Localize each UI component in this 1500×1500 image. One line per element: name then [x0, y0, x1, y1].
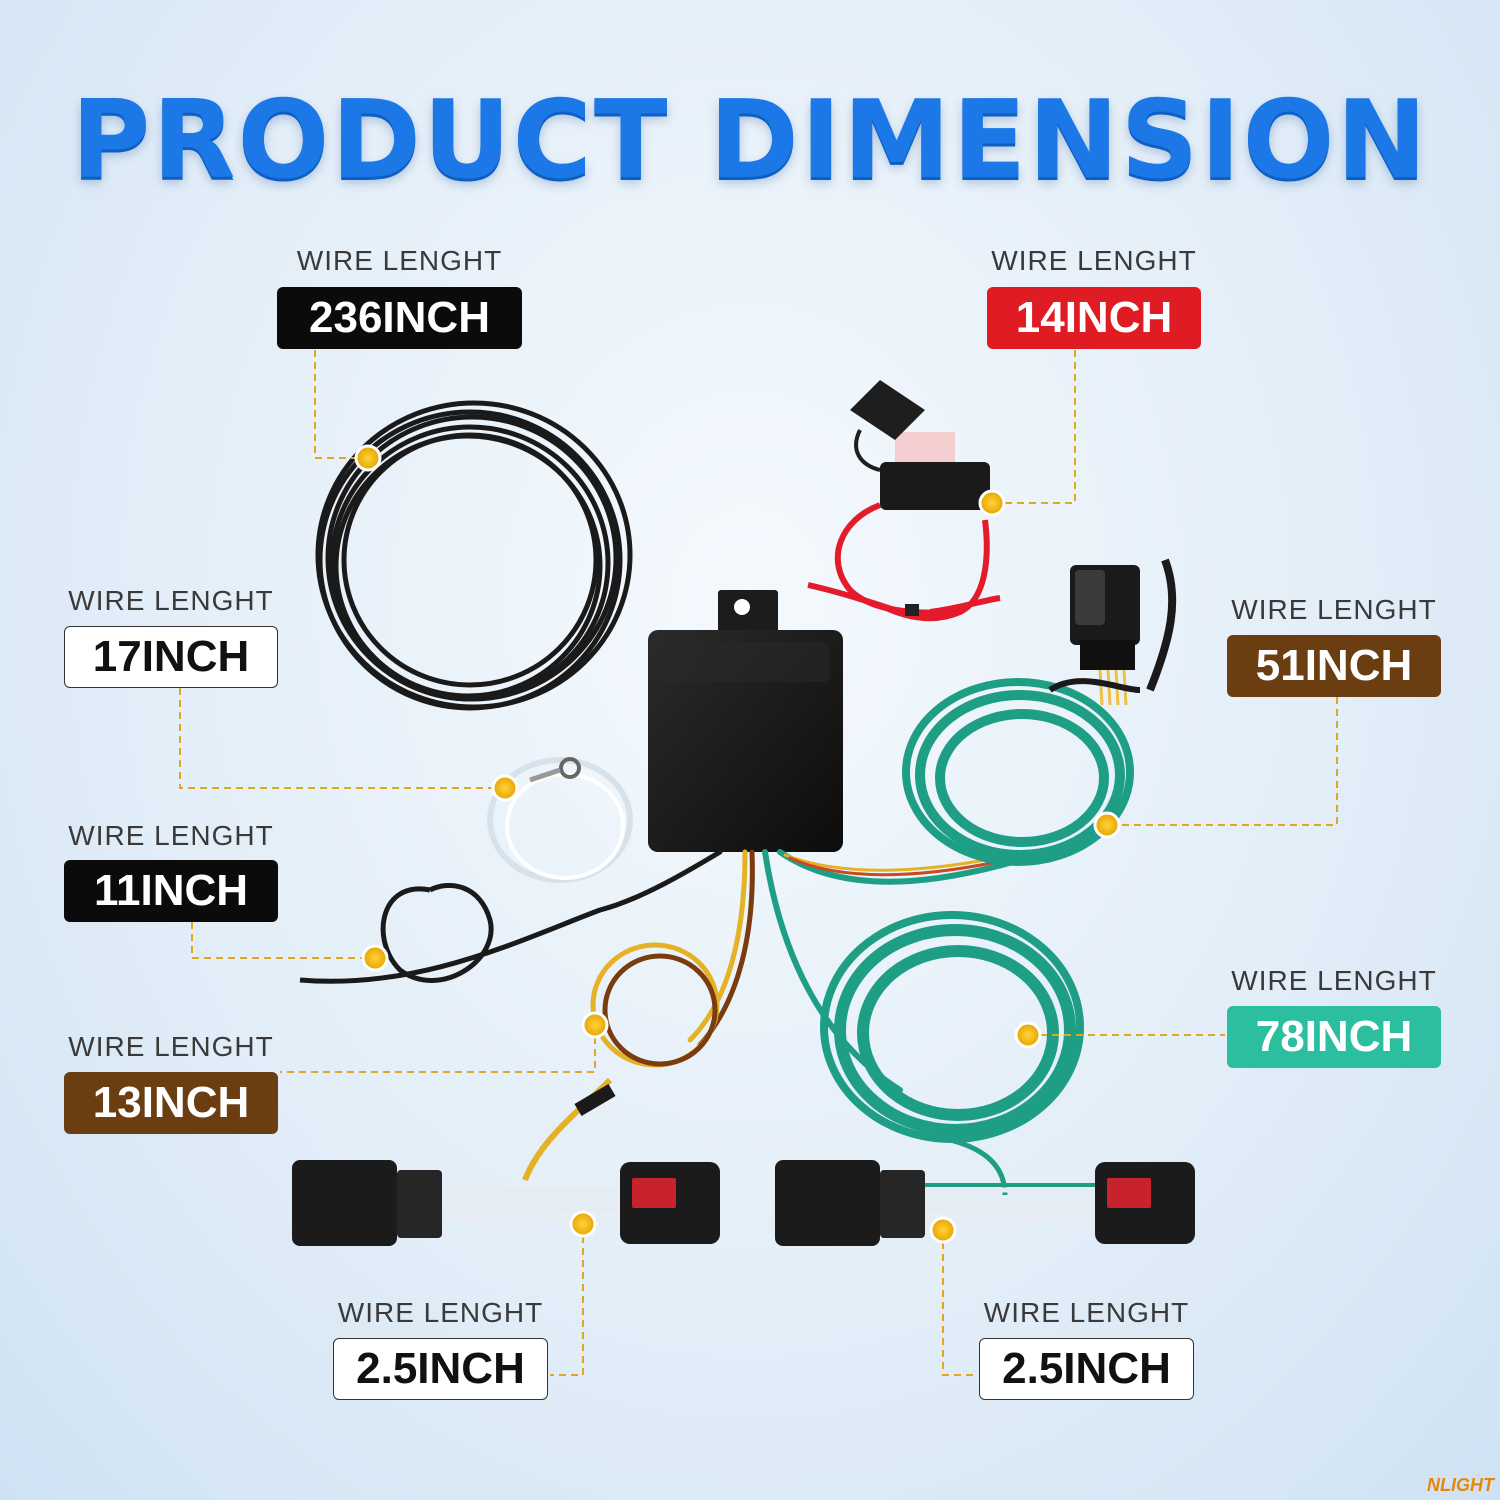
marker-14: [978, 489, 1006, 517]
callout-17-label: WIRE LENGHT: [68, 585, 274, 616]
callout-236-value: 236INCH: [277, 287, 522, 349]
callout-51-value: 51INCH: [1227, 635, 1441, 697]
black-wire-11: [299, 882, 601, 984]
ground-wire: [487, 757, 633, 883]
right-connector-pair: [775, 1160, 1195, 1246]
marker-25b: [929, 1216, 957, 1244]
black-wire-coil: [315, 400, 633, 711]
callout-25a-label: WIRE LENGHT: [337, 1297, 544, 1328]
marker-51: [1093, 811, 1121, 839]
callout-11-label: WIRE LENGHT: [68, 820, 274, 851]
control-module: [648, 590, 843, 852]
callout-78-label: WIRE LENGHT: [1231, 965, 1437, 996]
dimension-markers: [354, 444, 1121, 1244]
leader-lines: [179, 350, 1338, 1376]
teal-coil-51: [902, 678, 1134, 866]
page-title: PRODUCT DIMENSION: [71, 78, 1429, 203]
marker-17: [491, 774, 519, 802]
fuse-holder: [807, 380, 1001, 622]
callout-25b-label: WIRE LENGHT: [983, 1297, 1190, 1328]
callout-13-value: 13INCH: [64, 1072, 278, 1134]
marker-13: [581, 1011, 609, 1039]
callout-17-value: 17INCH: [64, 626, 278, 688]
callout-78-value: 78INCH: [1227, 1006, 1441, 1068]
callout-25a-value: 2.5INCH: [333, 1338, 548, 1400]
module-wires: [597, 849, 1023, 1093]
brand-logo: NLIGHT: [1427, 1475, 1494, 1495]
four-pin-connector: [1048, 558, 1177, 706]
yellow-brown-loop: [522, 942, 720, 1182]
callout-236-label: WIRE LENGHT: [296, 245, 503, 276]
callout-14-value: 14INCH: [987, 287, 1201, 349]
marker-11: [361, 944, 389, 972]
left-connector-pair: [292, 1160, 720, 1246]
marker-78: [1014, 1021, 1042, 1049]
callout-11-value: 11INCH: [64, 860, 278, 922]
callout-51-label: WIRE LENGHT: [1231, 594, 1437, 625]
marker-25a: [569, 1210, 597, 1238]
callout-13-label: WIRE LENGHT: [68, 1031, 274, 1062]
callout-25b-value: 2.5INCH: [979, 1338, 1194, 1400]
callout-14-label: WIRE LENGHT: [991, 245, 1197, 276]
teal-coil-78: [820, 911, 1084, 1196]
marker-236: [354, 444, 382, 472]
